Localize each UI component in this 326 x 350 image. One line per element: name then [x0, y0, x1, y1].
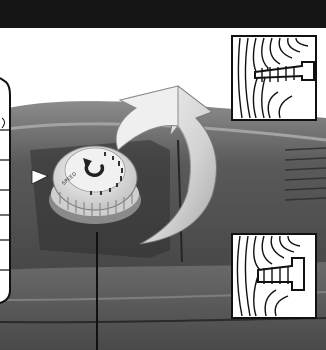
screw-deeper-in-wood-icon — [232, 234, 316, 318]
left-diagram-edge — [0, 78, 10, 303]
screw-in-wood-icon — [232, 36, 316, 120]
